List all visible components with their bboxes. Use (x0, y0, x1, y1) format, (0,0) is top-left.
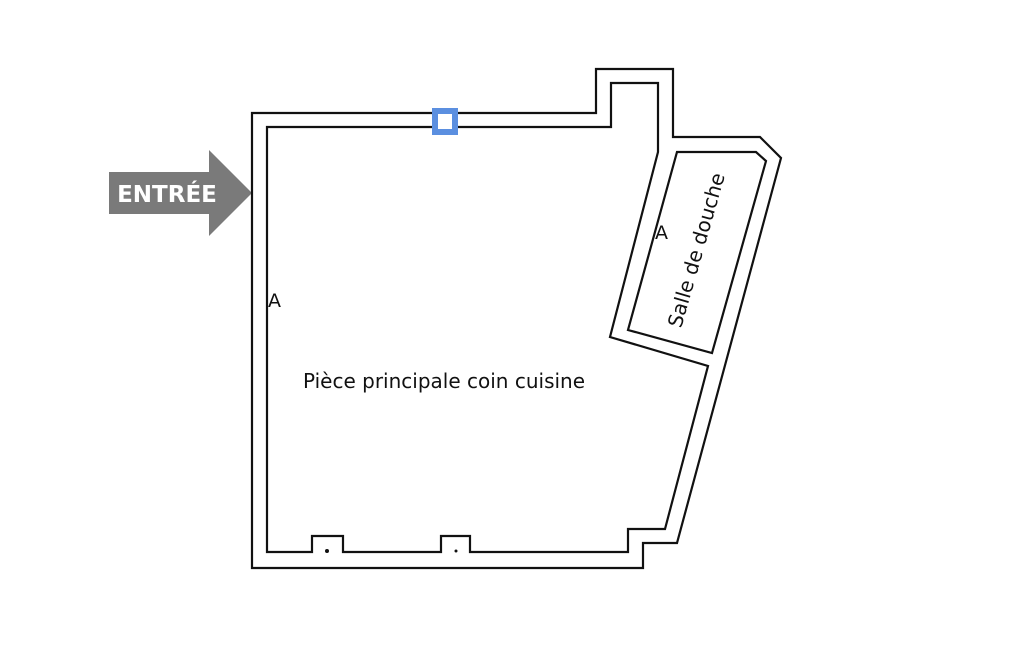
inner-wall-bathroom (626, 150, 768, 355)
arrow-icon (109, 150, 252, 236)
inner-wall-main-room (265, 81, 710, 554)
entrance-arrow: ENTRÉE (109, 150, 252, 236)
marker-a-main: A (268, 290, 281, 312)
fixture-dot (325, 549, 329, 553)
room-label-main: Pièce principale coin cuisine (303, 369, 585, 393)
selection-handle[interactable] (432, 108, 458, 135)
marker-a-bathroom: A (655, 222, 668, 244)
fixture-dot (454, 549, 458, 553)
entrance-label: ENTRÉE (117, 180, 217, 208)
outer-wall (250, 67, 783, 570)
